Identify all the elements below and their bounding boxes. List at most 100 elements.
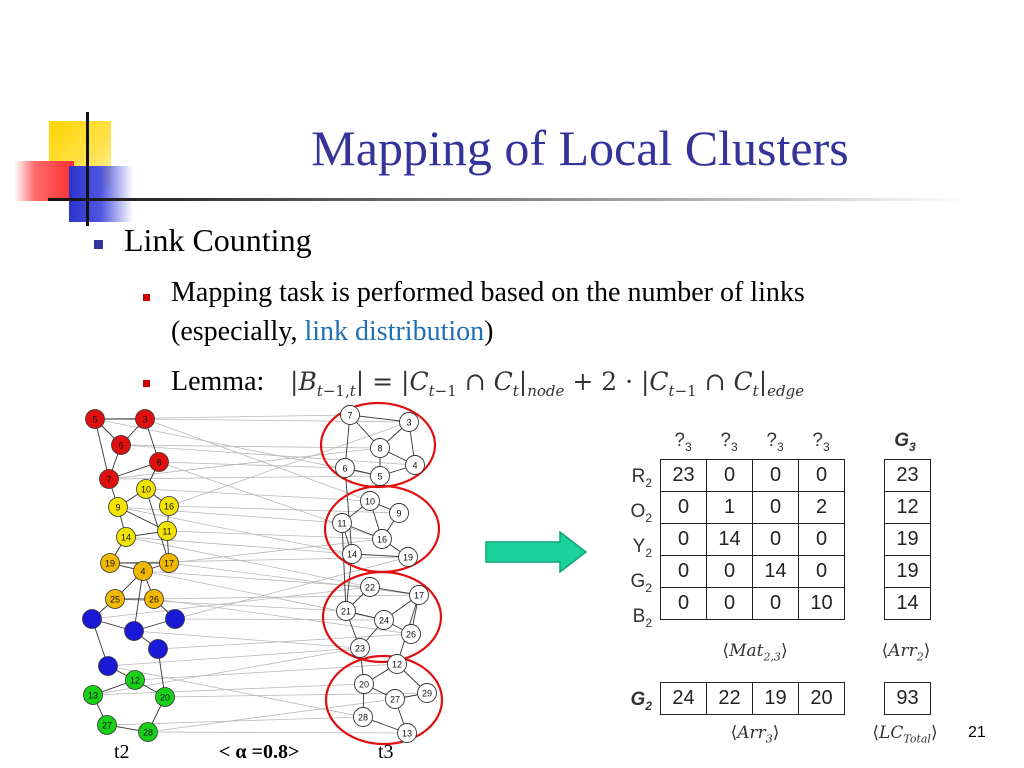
svg-text:21: 21 bbox=[341, 607, 351, 617]
svg-text:25: 25 bbox=[110, 595, 120, 605]
svg-text:14: 14 bbox=[347, 550, 357, 560]
svg-text:23: 23 bbox=[355, 644, 365, 654]
row-label-g2: G2 bbox=[630, 571, 652, 595]
matrix-cell: 0 bbox=[752, 491, 799, 524]
col-label-4: ?3 bbox=[812, 430, 830, 454]
matrix-cell: 1 bbox=[706, 491, 753, 524]
left-node-blue bbox=[165, 609, 185, 629]
mapping-edge bbox=[92, 683, 365, 696]
left-node-blue bbox=[98, 656, 118, 676]
svg-text:19: 19 bbox=[403, 553, 413, 563]
mapping-edge bbox=[125, 536, 371, 588]
caption-alpha: < α =0.8> bbox=[219, 741, 300, 763]
mapping-edge bbox=[147, 698, 396, 733]
matrix-cell: 0 bbox=[752, 587, 799, 620]
svg-text:8: 8 bbox=[156, 458, 161, 468]
left-node-red: 7 bbox=[99, 469, 119, 489]
cluster-outline bbox=[321, 570, 443, 664]
mapping-edge bbox=[108, 475, 381, 480]
right-arrow-icon bbox=[485, 531, 588, 573]
row-label-r2: R2 bbox=[631, 466, 652, 490]
right-node: 6 bbox=[335, 458, 355, 478]
matrix-cell: 14 bbox=[752, 555, 799, 588]
left-node-orange: 19 bbox=[100, 553, 120, 573]
svg-text:12: 12 bbox=[130, 676, 140, 686]
page-number: 21 bbox=[968, 724, 986, 741]
mapping-edge bbox=[142, 570, 371, 588]
lc-total-label: ⟨LCTotal⟩ bbox=[872, 723, 938, 746]
svg-text:26: 26 bbox=[406, 630, 416, 640]
line2-suffix: ) bbox=[484, 316, 494, 347]
right-node: 4 bbox=[405, 455, 425, 475]
lemma-label: Lemma: bbox=[171, 366, 265, 397]
mapping-edge bbox=[125, 536, 353, 555]
arr3-label: ⟨Arr3⟩ bbox=[730, 723, 780, 746]
left-node-orange: 25 bbox=[105, 589, 125, 609]
right-node: 28 bbox=[353, 707, 373, 727]
mapping-edge bbox=[157, 633, 412, 650]
right-node: 14 bbox=[342, 544, 362, 564]
svg-text:28: 28 bbox=[358, 713, 368, 723]
right-node: 20 bbox=[354, 674, 374, 694]
arr2-cell: 19 bbox=[884, 555, 931, 588]
mapping-edge bbox=[120, 444, 416, 466]
svg-text:13: 13 bbox=[402, 729, 412, 739]
svg-text:4: 4 bbox=[412, 461, 417, 471]
caption-t2: t2 bbox=[114, 741, 130, 763]
line2-prefix: (especially, bbox=[171, 316, 305, 347]
decor-red-square bbox=[14, 161, 74, 201]
mapping-edge bbox=[168, 538, 383, 564]
mapping-edge bbox=[117, 506, 353, 555]
right-node: 16 bbox=[372, 529, 392, 549]
left-node-orange: 17 bbox=[159, 553, 179, 573]
left-node-green: 12 bbox=[125, 670, 145, 690]
right-node: 27 bbox=[385, 689, 405, 709]
svg-text:17: 17 bbox=[164, 559, 174, 569]
g3-label: G3 bbox=[894, 430, 916, 454]
left-node-yellow: 10 bbox=[136, 479, 156, 499]
svg-text:20: 20 bbox=[359, 680, 369, 690]
mapping-edge bbox=[166, 530, 383, 540]
svg-text:9: 9 bbox=[115, 503, 120, 513]
svg-text:11: 11 bbox=[337, 519, 346, 529]
caption-t3: t3 bbox=[378, 741, 394, 763]
left-node-red: 8 bbox=[149, 452, 169, 472]
slide-title: Mapping of Local Clusters bbox=[311, 120, 849, 176]
right-node: 29 bbox=[417, 683, 437, 703]
svg-text:16: 16 bbox=[377, 535, 387, 545]
arr3-cell: 24 bbox=[660, 682, 707, 715]
right-edge bbox=[341, 522, 347, 612]
matrix-cell: 0 bbox=[706, 555, 753, 588]
link-distribution-link[interactable]: link distribution bbox=[304, 316, 485, 347]
right-node: 9 bbox=[389, 503, 409, 523]
left-node-blue bbox=[82, 609, 102, 629]
left-node-green: 20 bbox=[155, 687, 175, 707]
mapping-edge bbox=[144, 418, 371, 502]
mapping-edge bbox=[174, 618, 385, 621]
matrix-cell: 0 bbox=[798, 523, 845, 556]
mapping-edge bbox=[134, 663, 398, 681]
svg-text:27: 27 bbox=[102, 721, 112, 731]
mapping-edge bbox=[168, 505, 400, 514]
decor-horizontal-rule bbox=[48, 198, 968, 201]
col-label-1: ?3 bbox=[674, 430, 692, 454]
left-node-yellow: 9 bbox=[108, 497, 128, 517]
mapping-edge bbox=[91, 586, 371, 620]
bullet-mapping-task-line2: (especially, link distribution) bbox=[171, 314, 493, 350]
lemma-formula: |Bt−1,t| = |Ct−1 ∩ Ct|node + 2 · |Ct−1 ∩… bbox=[290, 367, 805, 400]
svg-text:6: 6 bbox=[342, 464, 347, 474]
matrix-cell: 14 bbox=[706, 523, 753, 556]
arr2-label: ⟨Arr2⟩ bbox=[881, 641, 931, 664]
svg-text:10: 10 bbox=[141, 485, 151, 495]
left-node-yellow: 16 bbox=[159, 496, 179, 516]
right-node: 13 bbox=[397, 723, 417, 743]
left-node-green: 28 bbox=[138, 722, 158, 742]
mapping-edge bbox=[168, 562, 420, 596]
svg-text:29: 29 bbox=[422, 689, 432, 699]
